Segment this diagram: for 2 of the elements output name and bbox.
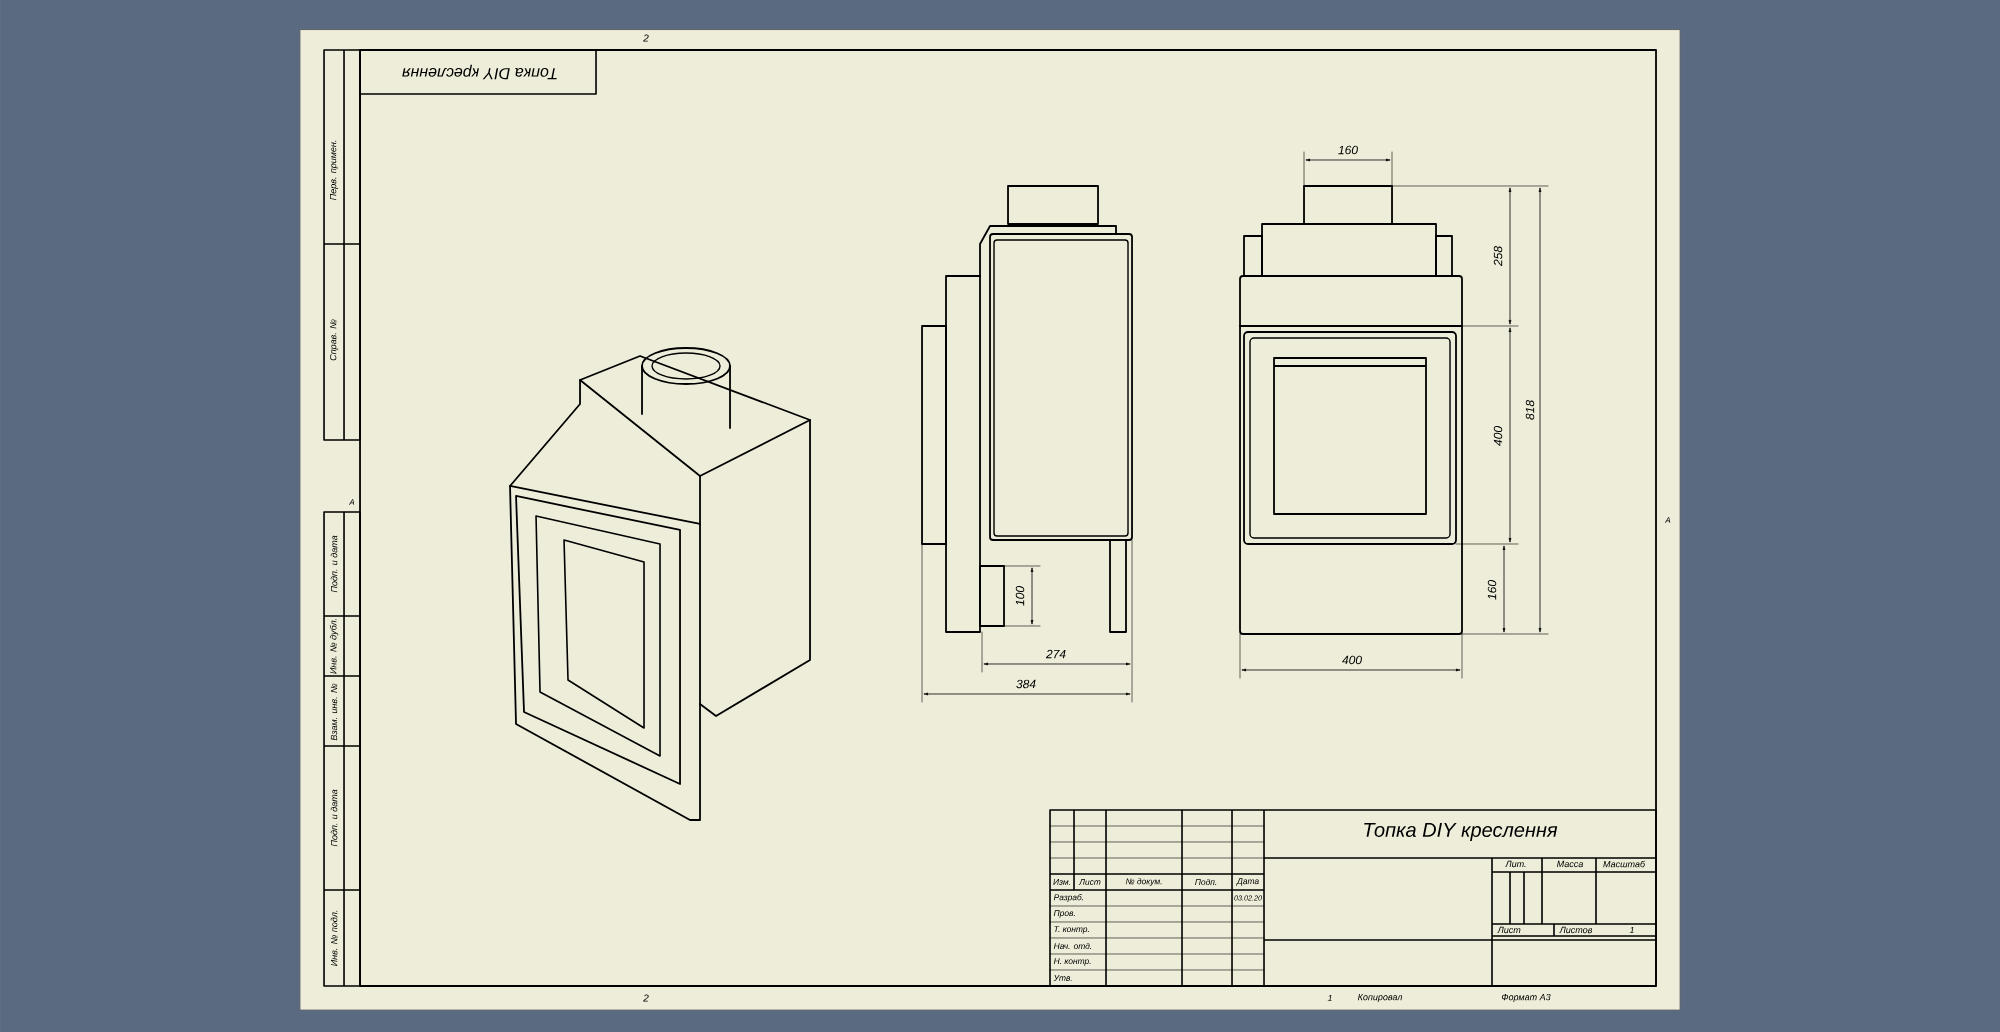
stamp-title: Топка DIY креслення [402, 64, 557, 80]
title-text: Топка DIY креслення [1364, 823, 1558, 841]
